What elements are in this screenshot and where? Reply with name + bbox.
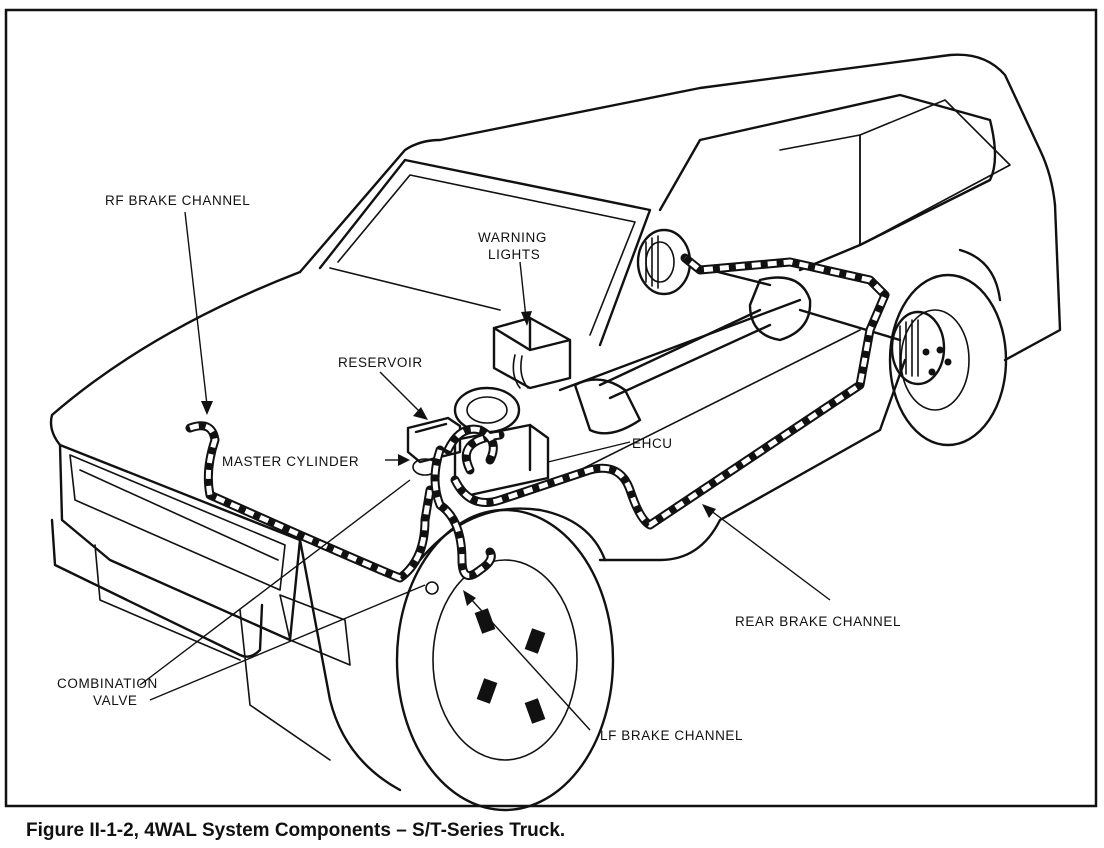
front-wheel (395, 508, 615, 812)
door-line (559, 329, 861, 481)
label-combination-valve-2: VALVE (93, 693, 138, 708)
label-lf-brake-channel: LF BRAKE CHANNEL (600, 728, 743, 743)
windshield (318, 158, 652, 347)
rear-wheel (888, 273, 1008, 447)
differential (748, 276, 812, 342)
leader-rf (184, 211, 208, 406)
bumper-lower (94, 544, 331, 761)
label-ehcu: EHCU (632, 436, 673, 451)
combination-valve (425, 581, 439, 595)
grille-bar (79, 469, 279, 561)
windshield-inner (337, 174, 636, 336)
truck-illustration (49, 53, 1062, 812)
label-rear-brake-channel: REAR BRAKE CHANNEL (735, 614, 901, 629)
label-rf-brake-channel: RF BRAKE CHANNEL (105, 193, 250, 208)
rear-brake-drum-left (636, 228, 692, 296)
transmission (573, 378, 642, 435)
figure-caption: Figure II-1-2, 4WAL System Components – … (26, 820, 565, 841)
label-reservoir: RESERVOIR (338, 355, 423, 370)
hood (49, 270, 302, 542)
grille-upper (69, 454, 286, 591)
warning-lights-module (492, 316, 572, 390)
front-fender (298, 538, 402, 792)
label-combination-valve-1: COMBINATION (57, 676, 158, 691)
leader-warning (519, 261, 527, 319)
rear-brake-drum-right (890, 310, 946, 386)
side-window-mid (779, 134, 861, 263)
leader-rear (709, 509, 831, 601)
side-window-rear (859, 99, 1011, 246)
label-master-cylinder: MASTER CYLINDER (222, 454, 359, 469)
truck-roof (298, 53, 1057, 274)
brake-channels (185, 253, 890, 583)
front-fascia (58, 443, 302, 642)
leader-lf (469, 597, 591, 731)
figure-frame (4, 8, 1098, 808)
body-side (558, 298, 907, 562)
label-warning-lights-1: WARNING (478, 230, 547, 245)
reservoir-unit (406, 416, 462, 464)
headlight-left (279, 594, 351, 666)
brake-booster (453, 386, 521, 434)
side-window-front (658, 93, 997, 272)
leader-lines (139, 211, 831, 731)
front-bumper (50, 518, 264, 658)
component-labels: RF BRAKE CHANNEL WARNING LIGHTS RESERVOI… (57, 193, 901, 743)
leader-reservoir (379, 371, 423, 415)
driveshaft (598, 308, 772, 400)
hood-crease (329, 267, 501, 311)
leader-combination-1 (139, 479, 411, 686)
leader-combination-2 (149, 584, 426, 701)
label-warning-lights-2: LIGHTS (488, 247, 540, 262)
leader-ehcu (547, 441, 631, 463)
rear-body (958, 203, 1062, 362)
rf-brake-channel-line (185, 421, 435, 583)
